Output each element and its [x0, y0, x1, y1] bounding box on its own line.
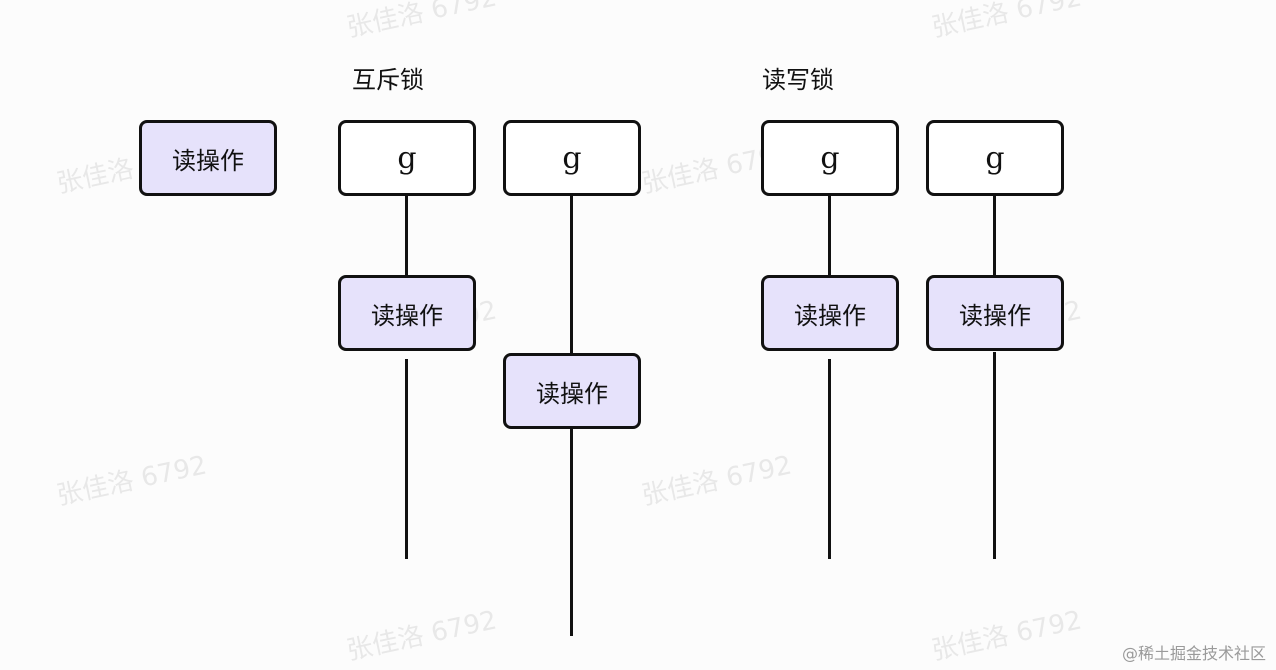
footer-credit: @稀土掘金技术社区	[1121, 644, 1266, 663]
watermark: 张佳洛 6792	[929, 605, 1085, 667]
rwlock-g1-read-op: 读操作	[761, 275, 899, 351]
rwlock-g2-timeline	[993, 352, 996, 559]
watermark: 张佳洛 6792	[344, 0, 500, 44]
mutex-g1-timeline	[405, 359, 408, 559]
rwlock-g1-timeline	[828, 195, 831, 275]
mutex-g2-read-op: 读操作	[503, 353, 641, 429]
mutex-goroutine-1: g	[338, 120, 476, 196]
rwlock-g2-timeline	[993, 195, 996, 275]
rwlock-g2-read-op: 读操作	[926, 275, 1064, 351]
mutex-title: 互斥锁	[352, 66, 424, 94]
mutex-goroutine-2: g	[503, 120, 641, 196]
watermark: 张佳洛 6792	[639, 450, 795, 512]
mutex-g1-read-op: 读操作	[338, 275, 476, 351]
mutex-g2-timeline	[570, 195, 573, 353]
watermark: 张佳洛 6792	[344, 605, 500, 667]
rwlock-g1-timeline	[828, 359, 831, 559]
watermark: 张佳洛 6792	[929, 0, 1085, 44]
mutex-g2-timeline	[570, 428, 573, 636]
watermark: 张佳洛 6792	[54, 450, 210, 512]
mutex-g1-timeline	[405, 195, 408, 275]
rwlock-title: 读写锁	[762, 66, 834, 94]
pending-read-op: 读操作	[139, 120, 277, 196]
rwlock-goroutine-1: g	[761, 120, 899, 196]
rwlock-goroutine-2: g	[926, 120, 1064, 196]
